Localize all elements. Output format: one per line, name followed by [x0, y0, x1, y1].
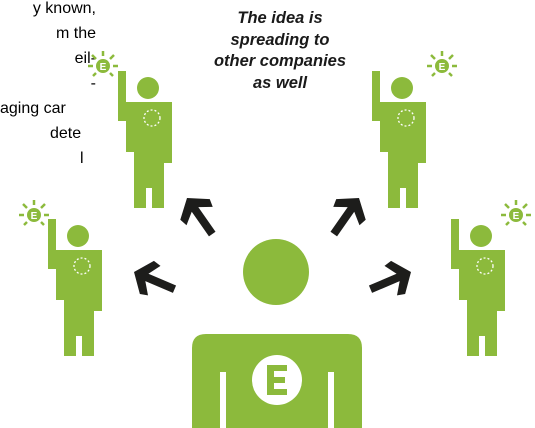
right-text-line: dete — [50, 125, 82, 142]
left-body-text: y known, m the eil- - — [0, 0, 96, 100]
arrow-icon — [172, 187, 227, 245]
arrow-icon — [319, 187, 374, 245]
lightbulb-icon — [86, 49, 120, 78]
person-icon — [47, 218, 103, 357]
person-icon — [117, 70, 173, 209]
caption-line: spreading to — [230, 30, 330, 49]
caption: The idea is spreading to other companies… — [190, 8, 370, 94]
arrow-icon — [126, 255, 182, 306]
person-icon — [450, 218, 506, 357]
lightbulb-icon — [425, 49, 459, 78]
left-text-line: - — [90, 75, 96, 92]
right-body-text: aging car dete l — [0, 100, 100, 175]
e-badge-icon — [252, 355, 302, 405]
caption-line: other companies — [213, 52, 347, 70]
lightbulb-icon — [499, 198, 533, 227]
caption-line: as well — [252, 73, 308, 92]
right-text-line: l — [80, 150, 84, 167]
arrow-icon — [363, 255, 419, 306]
left-text-line: y known, — [32, 0, 96, 17]
right-text-line: aging car — [0, 100, 66, 117]
person-icon — [371, 70, 427, 209]
lightbulb-icon — [17, 198, 51, 227]
caption-line: The idea is — [237, 9, 323, 27]
left-text-line: m the — [55, 25, 96, 42]
left-text-line: eil- — [74, 50, 96, 67]
